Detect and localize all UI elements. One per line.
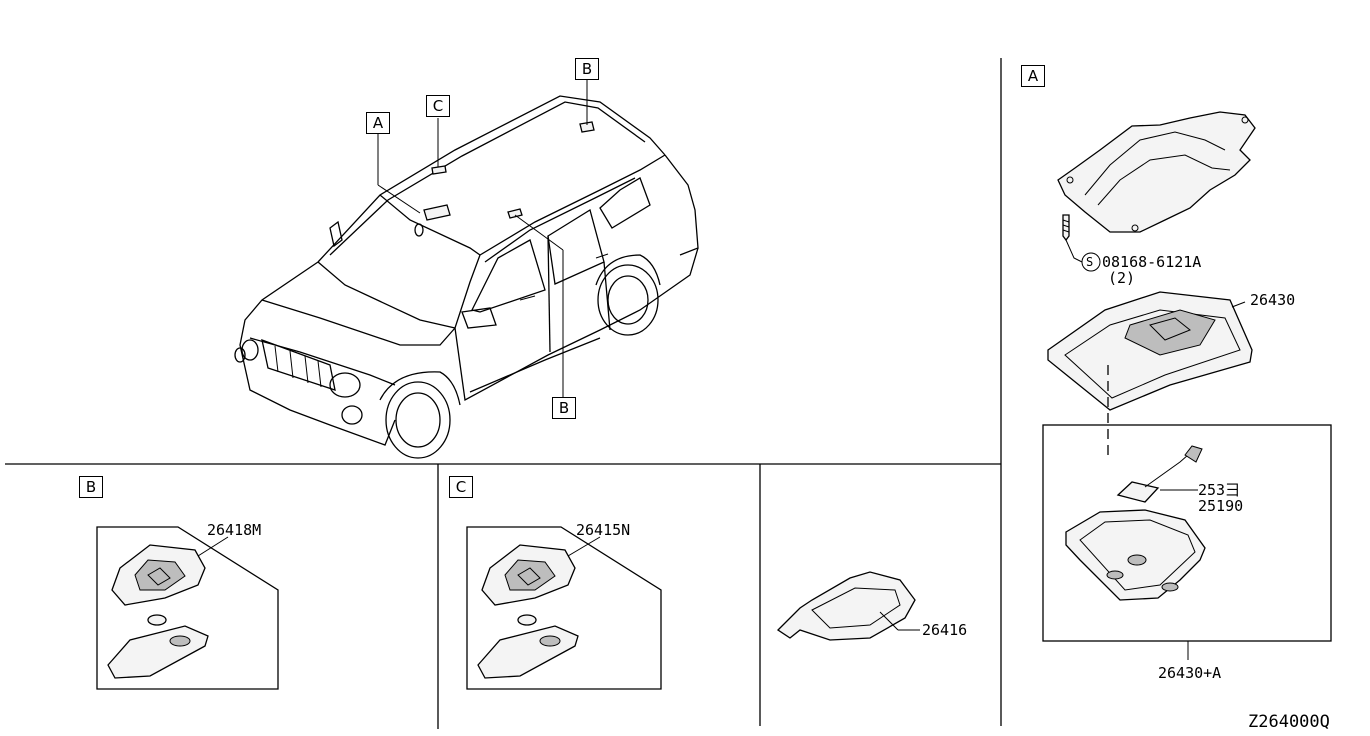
panel-b-illustration <box>96 526 279 690</box>
bolt-part-number: 08168-6121A <box>1102 253 1202 271</box>
panel-c-illustration <box>466 526 662 690</box>
callout-b-side-tag: B <box>552 397 576 419</box>
panel-a-illustration <box>1042 111 1332 660</box>
bolt-symbol: S <box>1086 255 1094 269</box>
bulb-part-number-2: 25190 <box>1198 497 1244 515</box>
callout-a-tag: A <box>366 112 390 134</box>
panel-dividers <box>5 58 1002 729</box>
panel-c-label: C <box>449 476 473 498</box>
callout-leaders <box>377 80 588 397</box>
panel-b-label: B <box>79 476 103 498</box>
callout-b-roof-tag: B <box>575 58 599 80</box>
callout-c-tag: C <box>426 95 450 117</box>
panel-d-part-number: 26416 <box>922 621 968 639</box>
panel-d-illustration <box>776 571 920 641</box>
diagram-code: Z264000Q <box>1248 712 1330 732</box>
panel-c-part-number: 26415N <box>576 521 631 539</box>
vehicle-illustration <box>234 95 699 459</box>
assembly-part-number: 26430+A <box>1158 664 1222 682</box>
panel-a-label: A <box>1021 65 1045 87</box>
bolt-quantity: (2) <box>1108 269 1136 287</box>
bulb-part-number-1: 253彐 <box>1198 481 1241 499</box>
bracket-part-number: 26430 <box>1250 291 1296 309</box>
panel-b-part-number: 26418M <box>207 521 262 539</box>
